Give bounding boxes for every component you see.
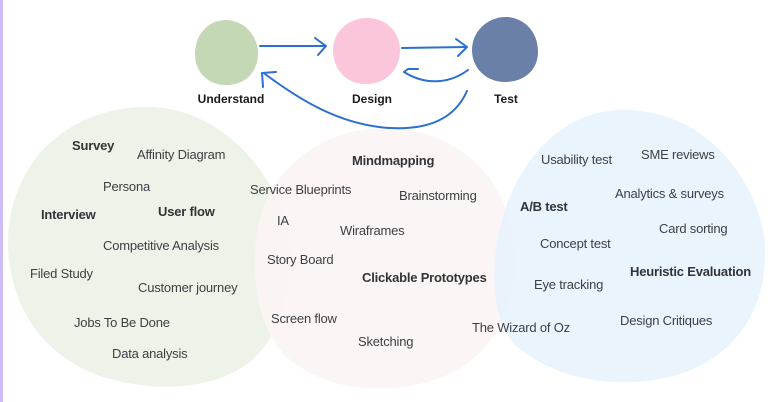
- method-survey: Survey: [72, 138, 115, 153]
- method-concept-test: Concept test: [540, 236, 611, 251]
- left-edge-border: [0, 0, 3, 402]
- method-affinity-diagram: Affinity Diagram: [137, 147, 226, 162]
- method-sme-reviews: SME reviews: [641, 147, 715, 162]
- design-circle: [333, 18, 400, 85]
- method-jobs-to-be-done: Jobs To Be Done: [74, 315, 170, 330]
- method-design-critiques: Design Critiques: [620, 313, 713, 328]
- method-story-board: Story Board: [267, 252, 334, 267]
- method-competitive-analysis: Competitive Analysis: [103, 238, 219, 253]
- method-mindmapping: Mindmapping: [352, 153, 435, 168]
- method-card-sorting: Card sorting: [659, 221, 728, 236]
- method-service-blueprints: Service Blueprints: [250, 182, 352, 197]
- method-brainstorming: Brainstorming: [399, 188, 477, 203]
- stage-label-understand: Understand: [197, 92, 265, 106]
- stage-label-design: Design: [351, 92, 393, 106]
- understand-circle: [195, 19, 259, 86]
- test-circle: [472, 16, 538, 83]
- arrowhead-test-to-design: [403, 68, 419, 73]
- method-wizard-of-oz: The Wizard of Oz: [472, 320, 570, 335]
- method-screen-flow: Screen flow: [271, 311, 337, 326]
- method-customer-journey: Customer journey: [138, 280, 238, 295]
- method-sketching: Sketching: [358, 334, 414, 349]
- understand-zone: [7, 106, 291, 387]
- arrowhead-test-to-understand: [261, 71, 277, 88]
- method-heuristic-evaluation: Heuristic Evaluation: [630, 264, 751, 279]
- stage-label-test: Test: [494, 92, 518, 106]
- method-data-analysis: Data analysis: [112, 346, 188, 361]
- arrowhead-design-to-test: [455, 38, 468, 57]
- method-ia: IA: [277, 213, 289, 228]
- design-zone: [254, 128, 516, 389]
- method-clickable-prototypes: Clickable Prototypes: [362, 270, 487, 285]
- method-persona: Persona: [103, 179, 151, 194]
- method-analytics-surveys: Analytics & surveys: [615, 186, 724, 201]
- method-ab-test: A/B test: [520, 199, 568, 214]
- test-zone: [494, 109, 766, 383]
- method-usability-test: Usability test: [541, 152, 612, 167]
- method-user-flow: User flow: [158, 204, 215, 219]
- arrow-test-to-understand: [264, 73, 468, 130]
- arrowhead-understand-to-design: [314, 37, 327, 56]
- arrow-test-to-design: [403, 69, 469, 83]
- method-eye-tracking: Eye tracking: [534, 277, 604, 292]
- method-wiraframes: Wiraframes: [340, 223, 405, 238]
- method-interview: Interview: [41, 207, 96, 222]
- arrow-design-to-test: [401, 46, 467, 49]
- method-filed-study: Filed Study: [30, 266, 93, 281]
